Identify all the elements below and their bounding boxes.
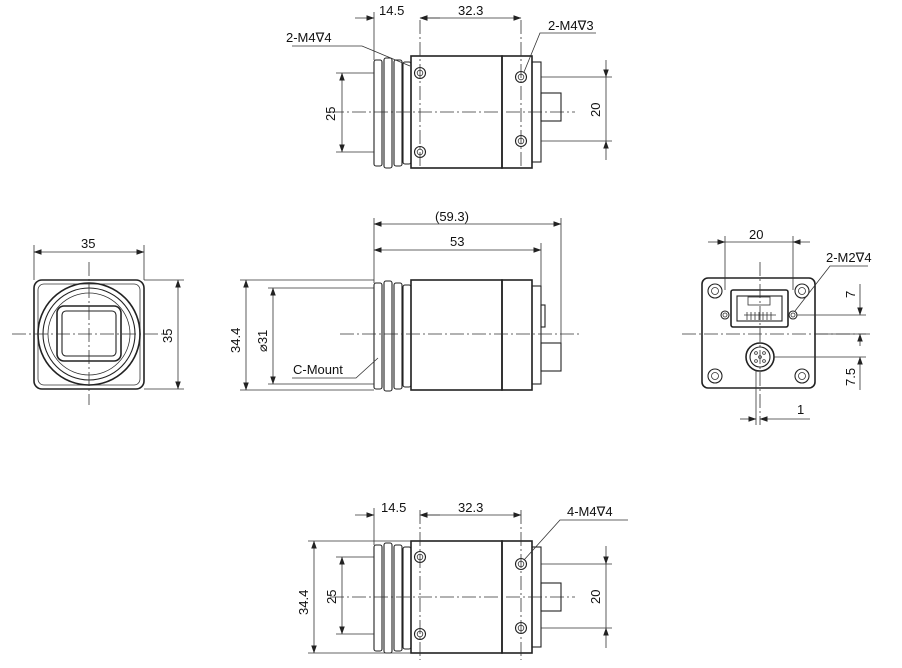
bottom-mid-width-label: 32.3 [458, 500, 483, 515]
bottom-view [308, 508, 628, 660]
side-overall-length-label: (59.3) [435, 209, 469, 224]
front-view [12, 245, 184, 405]
bottom-tap-label: 4-M4∇4 [567, 504, 613, 519]
rear-width-label: 20 [749, 227, 763, 242]
top-height-25-label: 25 [323, 107, 338, 121]
side-mount-label: C-Mount [293, 362, 343, 377]
top-tap-right-label: 2-M4∇3 [548, 18, 594, 33]
rear-tap-label: 2-M2∇4 [826, 250, 872, 265]
top-left-width-label: 14.5 [379, 3, 404, 18]
rear-offset-7-label: 7 [843, 291, 858, 298]
rear-offset-7-5-label: 7.5 [843, 368, 858, 386]
top-mid-width-label: 32.3 [458, 3, 483, 18]
front-width-label: 35 [81, 236, 95, 251]
top-height-20-label: 20 [588, 103, 603, 117]
bottom-height-34-4-label: 34.4 [296, 590, 311, 615]
side-body-length-label: 53 [450, 234, 464, 249]
side-diameter-label: ⌀31 [255, 330, 270, 352]
top-view [292, 12, 612, 169]
rear-view [682, 236, 870, 425]
bottom-height-20-label: 20 [588, 590, 603, 604]
side-view [240, 218, 580, 392]
front-height-label: 35 [160, 329, 175, 343]
top-tap-left-label: 2-M4∇4 [286, 30, 332, 45]
side-height-label: 34.4 [228, 328, 243, 353]
rear-offset-1-label: 1 [797, 402, 804, 417]
bottom-left-width-label: 14.5 [381, 500, 406, 515]
bottom-height-25-label: 25 [324, 590, 339, 604]
